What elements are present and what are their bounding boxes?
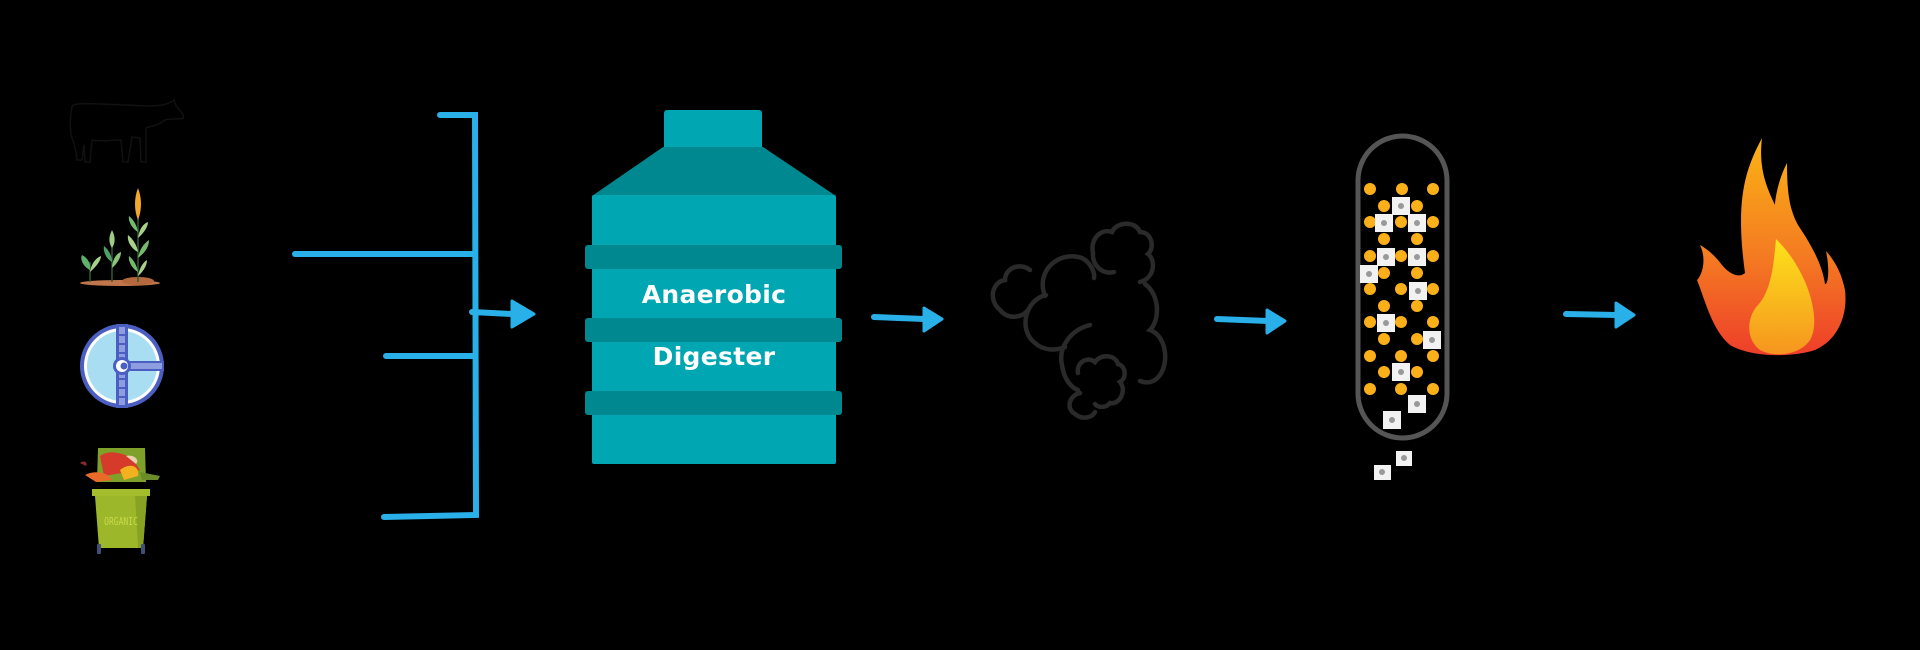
arrow-to-digester-icon bbox=[510, 299, 536, 329]
digester-label-line2: Digester bbox=[652, 342, 776, 371]
organic-bin-label: ORGANIC bbox=[104, 515, 138, 528]
methane-molecule-icons bbox=[1360, 197, 1441, 480]
digester-label-line1: Anaerobic bbox=[641, 280, 787, 309]
